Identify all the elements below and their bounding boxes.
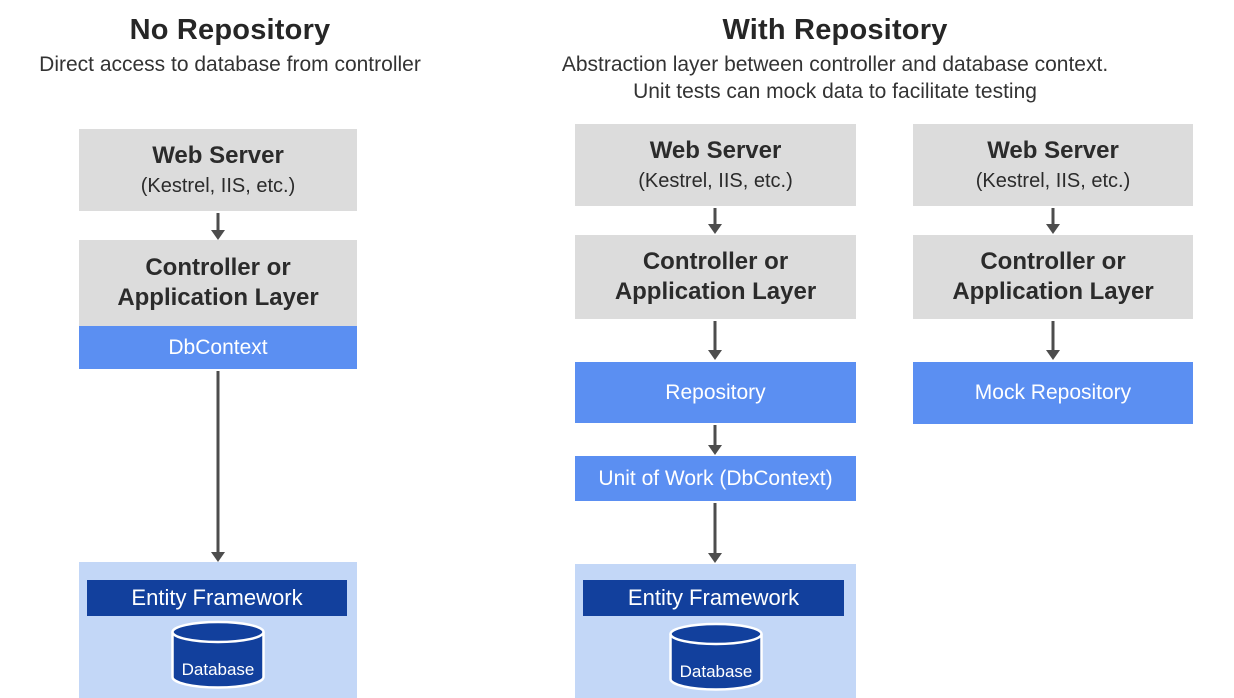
arrow-stem — [216, 371, 220, 554]
arrow-stem — [713, 425, 717, 447]
entity-framework-bar: Entity Framework — [583, 580, 844, 616]
section-header-no-repository: No Repository Direct access to database … — [0, 13, 460, 78]
controller-box: Controller or Application Layer — [913, 235, 1193, 319]
arrow-head-icon — [708, 553, 722, 563]
controller-line-1: Controller or — [642, 248, 789, 275]
web-server-title: Web Server — [152, 142, 284, 169]
arrow-stem — [216, 213, 220, 232]
entity-framework-container: Entity Framework Database — [79, 562, 357, 698]
section-subtitle: Direct access to database from controlle… — [39, 53, 421, 76]
section-subtitle: Abstraction layer between controller and… — [500, 51, 1170, 105]
entity-framework-container: Entity Framework Database — [575, 564, 856, 698]
arrow-head-icon — [708, 350, 722, 360]
dbcontext-box: DbContext — [79, 326, 357, 369]
controller-box: Controller or Application Layer — [79, 240, 357, 326]
arrow-stem — [713, 503, 717, 555]
repository-label: Repository — [665, 380, 766, 404]
arrow-stem — [713, 208, 717, 226]
flow-arrow — [1046, 321, 1060, 360]
web-server-title: Web Server — [649, 137, 782, 164]
section-title: No Repository — [129, 14, 331, 46]
unit-of-work-box: Unit of Work (DbContext) — [575, 456, 856, 501]
flow-arrow — [211, 371, 225, 562]
flow-arrow — [708, 503, 722, 563]
controller-box: Controller or Application Layer — [575, 235, 856, 319]
entity-framework-label: Entity Framework — [627, 585, 800, 610]
controller-line-2: Application Layer — [614, 278, 817, 305]
web-server-title: Web Server — [987, 137, 1119, 164]
arrow-head-icon — [211, 230, 225, 240]
database-cylinder-icon: Database — [170, 620, 266, 690]
arrow-head-icon — [211, 552, 225, 562]
section-title: With Repository — [722, 14, 948, 46]
arrow-stem — [1051, 321, 1055, 352]
arrow-stem — [1051, 208, 1055, 226]
entity-framework-bar: Entity Framework — [87, 580, 347, 616]
arrow-stem — [713, 321, 717, 352]
repository-box: Repository — [575, 362, 856, 423]
web-server-subtitle: (Kestrel, IIS, etc.) — [975, 170, 1131, 192]
arrow-head-icon — [708, 224, 722, 234]
web-server-box: Web Server (Kestrel, IIS, etc.) — [79, 129, 357, 211]
web-server-box: Web Server (Kestrel, IIS, etc.) — [913, 124, 1193, 206]
flow-arrow — [1046, 208, 1060, 234]
controller-line-2: Application Layer — [117, 284, 319, 311]
database-cylinder-icon: Database — [668, 622, 764, 692]
database-label: Database — [181, 660, 255, 679]
section-subtitle-line-1: Abstraction layer between controller and… — [561, 53, 1109, 76]
entity-framework-label: Entity Framework — [131, 585, 303, 610]
controller-line-1: Controller or — [145, 254, 291, 281]
flow-arrow — [211, 213, 225, 240]
dbcontext-label: DbContext — [168, 335, 268, 359]
arrow-head-icon — [1046, 224, 1060, 234]
mock-repository-label: Mock Repository — [974, 381, 1132, 404]
flow-arrow — [708, 321, 722, 360]
web-server-subtitle: (Kestrel, IIS, etc.) — [638, 170, 793, 192]
section-header-with-repository: With Repository Abstraction layer betwee… — [500, 13, 1170, 105]
controller-line-1: Controller or — [980, 248, 1126, 275]
arrow-head-icon — [708, 445, 722, 455]
controller-line-2: Application Layer — [952, 278, 1154, 305]
section-subtitle-line-2: Unit tests can mock data to facilitate t… — [633, 80, 1037, 103]
arrow-head-icon — [1046, 350, 1060, 360]
flow-arrow — [708, 425, 722, 455]
mock-repository-box: Mock Repository — [913, 362, 1193, 424]
flow-arrow — [708, 208, 722, 234]
database-label: Database — [679, 662, 753, 681]
web-server-box: Web Server (Kestrel, IIS, etc.) — [575, 124, 856, 206]
unit-of-work-label: Unit of Work (DbContext) — [598, 466, 833, 490]
web-server-subtitle: (Kestrel, IIS, etc.) — [140, 175, 296, 197]
